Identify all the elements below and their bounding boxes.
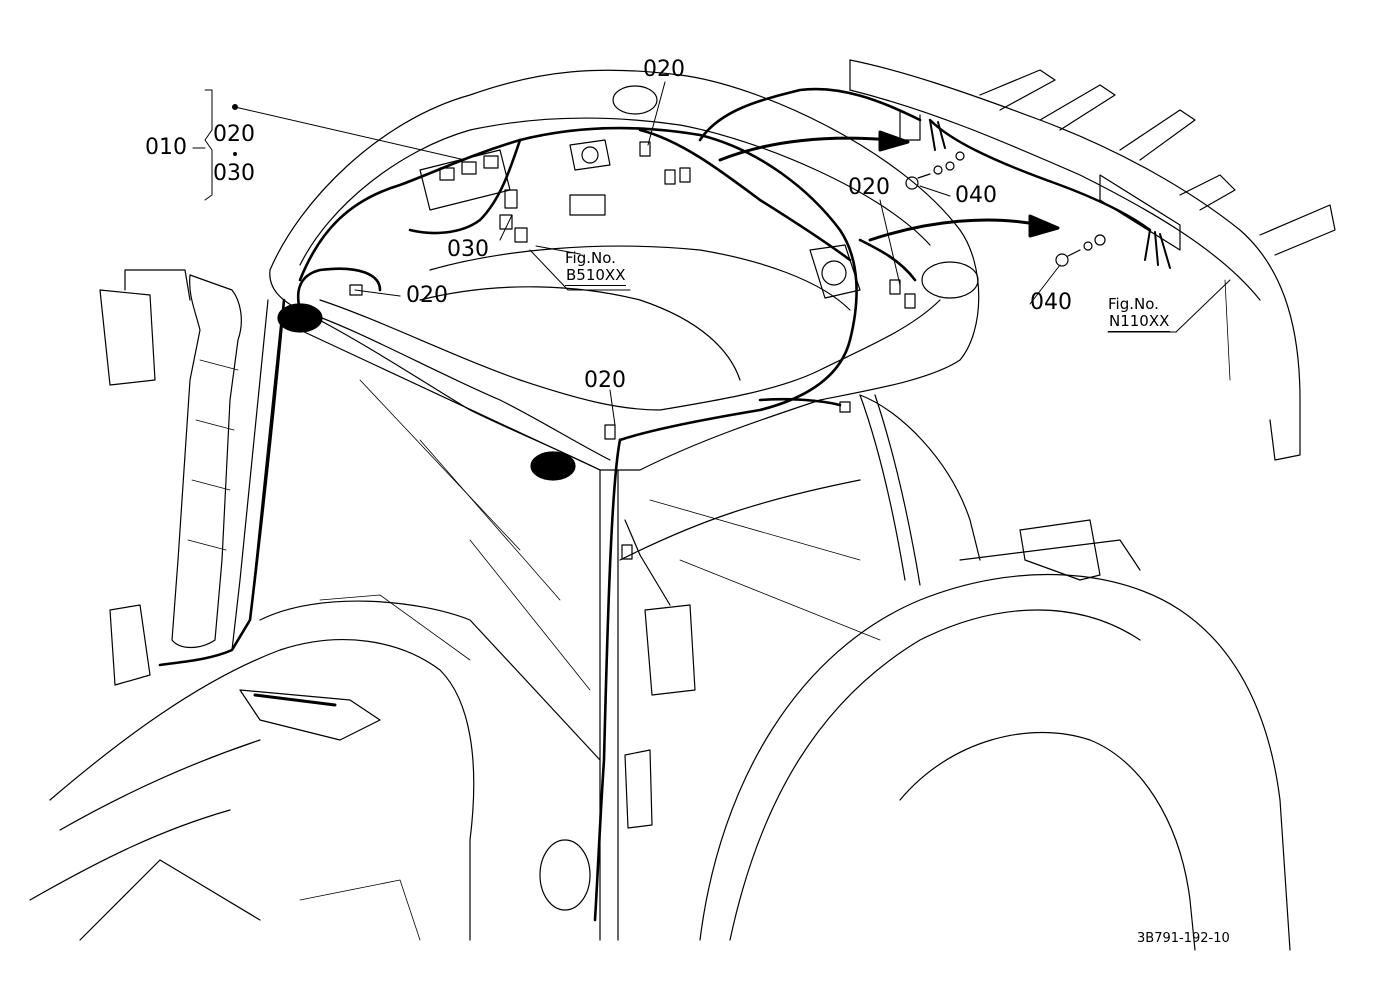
figure-reference-code: N110XX (1108, 312, 1171, 332)
arrow-icon (718, 130, 1060, 242)
bolt-icon (905, 151, 965, 190)
rear-fender (699, 394, 1291, 951)
leader-lines (192, 81, 1231, 426)
cab-frame (231, 299, 921, 941)
callout-020-mid: 020 (584, 368, 626, 393)
exhaust-stack (171, 274, 242, 649)
callout-group-item-030: 030 (213, 161, 255, 186)
callout-040-top: 040 (955, 183, 997, 208)
connector-icon (349, 141, 916, 560)
figure-reference-prefix: Fig.No. (1108, 295, 1159, 313)
mirror-icon (624, 519, 696, 696)
drawing-number: 3B791-192-10 (1137, 931, 1230, 946)
bolt-icon (1055, 234, 1106, 267)
cab-roof (269, 69, 980, 471)
callout-020-left: 020 (406, 283, 448, 308)
work-light-icon (109, 85, 979, 911)
mirror-icon (99, 269, 191, 386)
figure-reference-b510xx: Fig.No. B510XX (565, 249, 627, 286)
callout-040-bottom: 040 (1030, 290, 1072, 315)
callout-020-top: 020 (643, 57, 685, 82)
figure-reference-n110xx: Fig.No. N110XX (1108, 295, 1171, 332)
hood (29, 594, 475, 941)
figure-reference-code: B510XX (565, 266, 627, 286)
callout-group-010: 010 (145, 135, 187, 160)
callout-020-right: 020 (848, 175, 890, 200)
wiring-harness (158, 87, 922, 922)
figure-reference-prefix: Fig.No. (565, 249, 616, 267)
rear-roof-bracket (849, 59, 1336, 461)
callout-group-item-020: 020 (213, 122, 255, 147)
callout-030-left: 030 (447, 237, 489, 262)
